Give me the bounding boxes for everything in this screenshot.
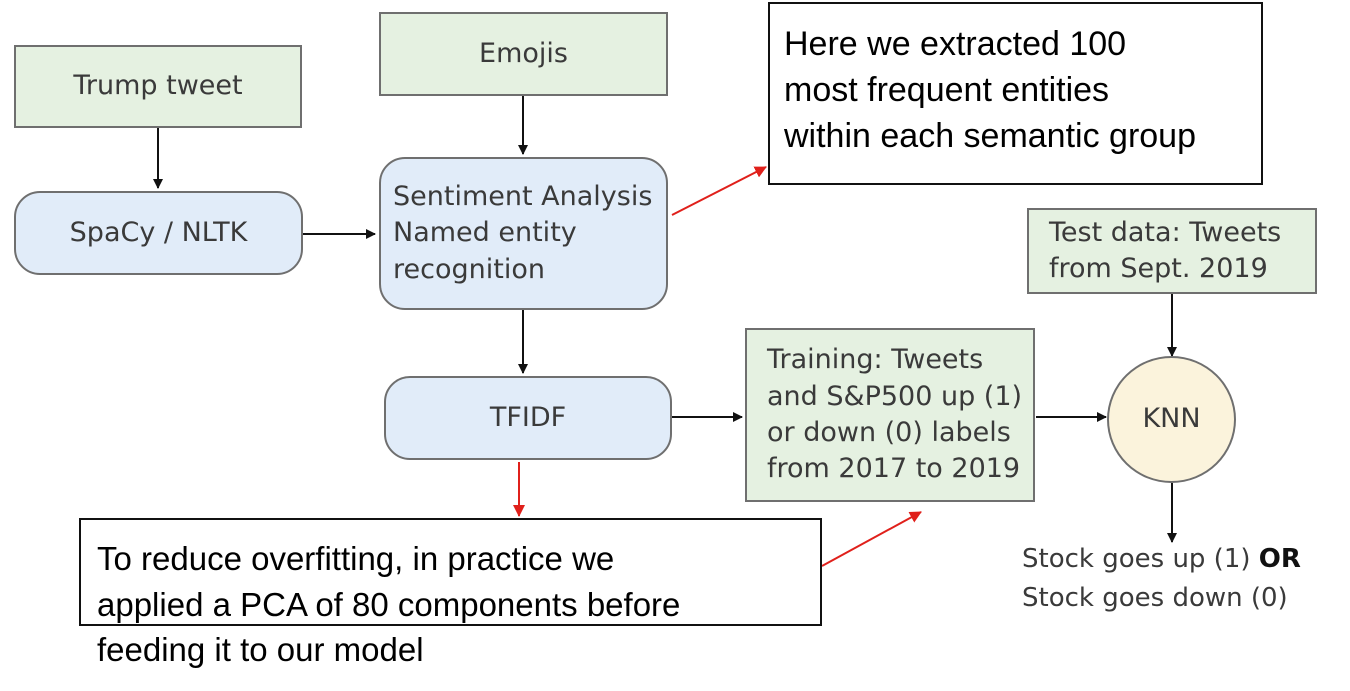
sentiment-ner-label: Sentiment Analysis Named entity recognit…	[393, 180, 653, 285]
trump-tweet-label: Trump tweet	[73, 70, 243, 102]
spacy-nltk-label: SpaCy / NLTK	[69, 216, 248, 248]
spacy-nltk-node: SpaCy / NLTK	[14, 191, 303, 275]
knn-node: KNN	[1107, 356, 1236, 483]
outcome-up: Stock goes up (1) OR	[1022, 540, 1301, 579]
sentiment-ner-node: Sentiment Analysis Named entity recognit…	[379, 157, 668, 310]
outcome-down: Stock goes down (0)	[1022, 583, 1288, 613]
knn-label: KNN	[1142, 403, 1201, 435]
training-data-label: Training: Tweets and S&P500 up (1) or do…	[767, 344, 1023, 485]
annotation-arrow-training	[821, 511, 922, 567]
training-data-node: Training: Tweets and S&P500 up (1) or do…	[745, 328, 1035, 502]
emojis-label: Emojis	[479, 37, 568, 69]
emojis-node: Emojis	[379, 12, 668, 96]
outcome-up-text: Stock goes up (1)	[1022, 544, 1259, 574]
prediction-outcome: Stock goes up (1) OR Stock goes down (0)	[1022, 540, 1301, 618]
trump-tweet-node: Trump tweet	[14, 45, 302, 128]
outcome-or: OR	[1258, 544, 1301, 574]
entities-callout: Here we extracted 100 most frequent enti…	[768, 2, 1263, 185]
tfidf-node: TFIDF	[384, 376, 672, 460]
test-data-label: Test data: Tweets from Sept. 2019	[1049, 216, 1282, 284]
tfidf-label: TFIDF	[489, 401, 567, 433]
annotation-arrow-entities	[671, 166, 767, 216]
test-data-node: Test data: Tweets from Sept. 2019	[1027, 208, 1317, 294]
pca-callout: To reduce overfitting, in practice we ap…	[79, 518, 822, 668]
